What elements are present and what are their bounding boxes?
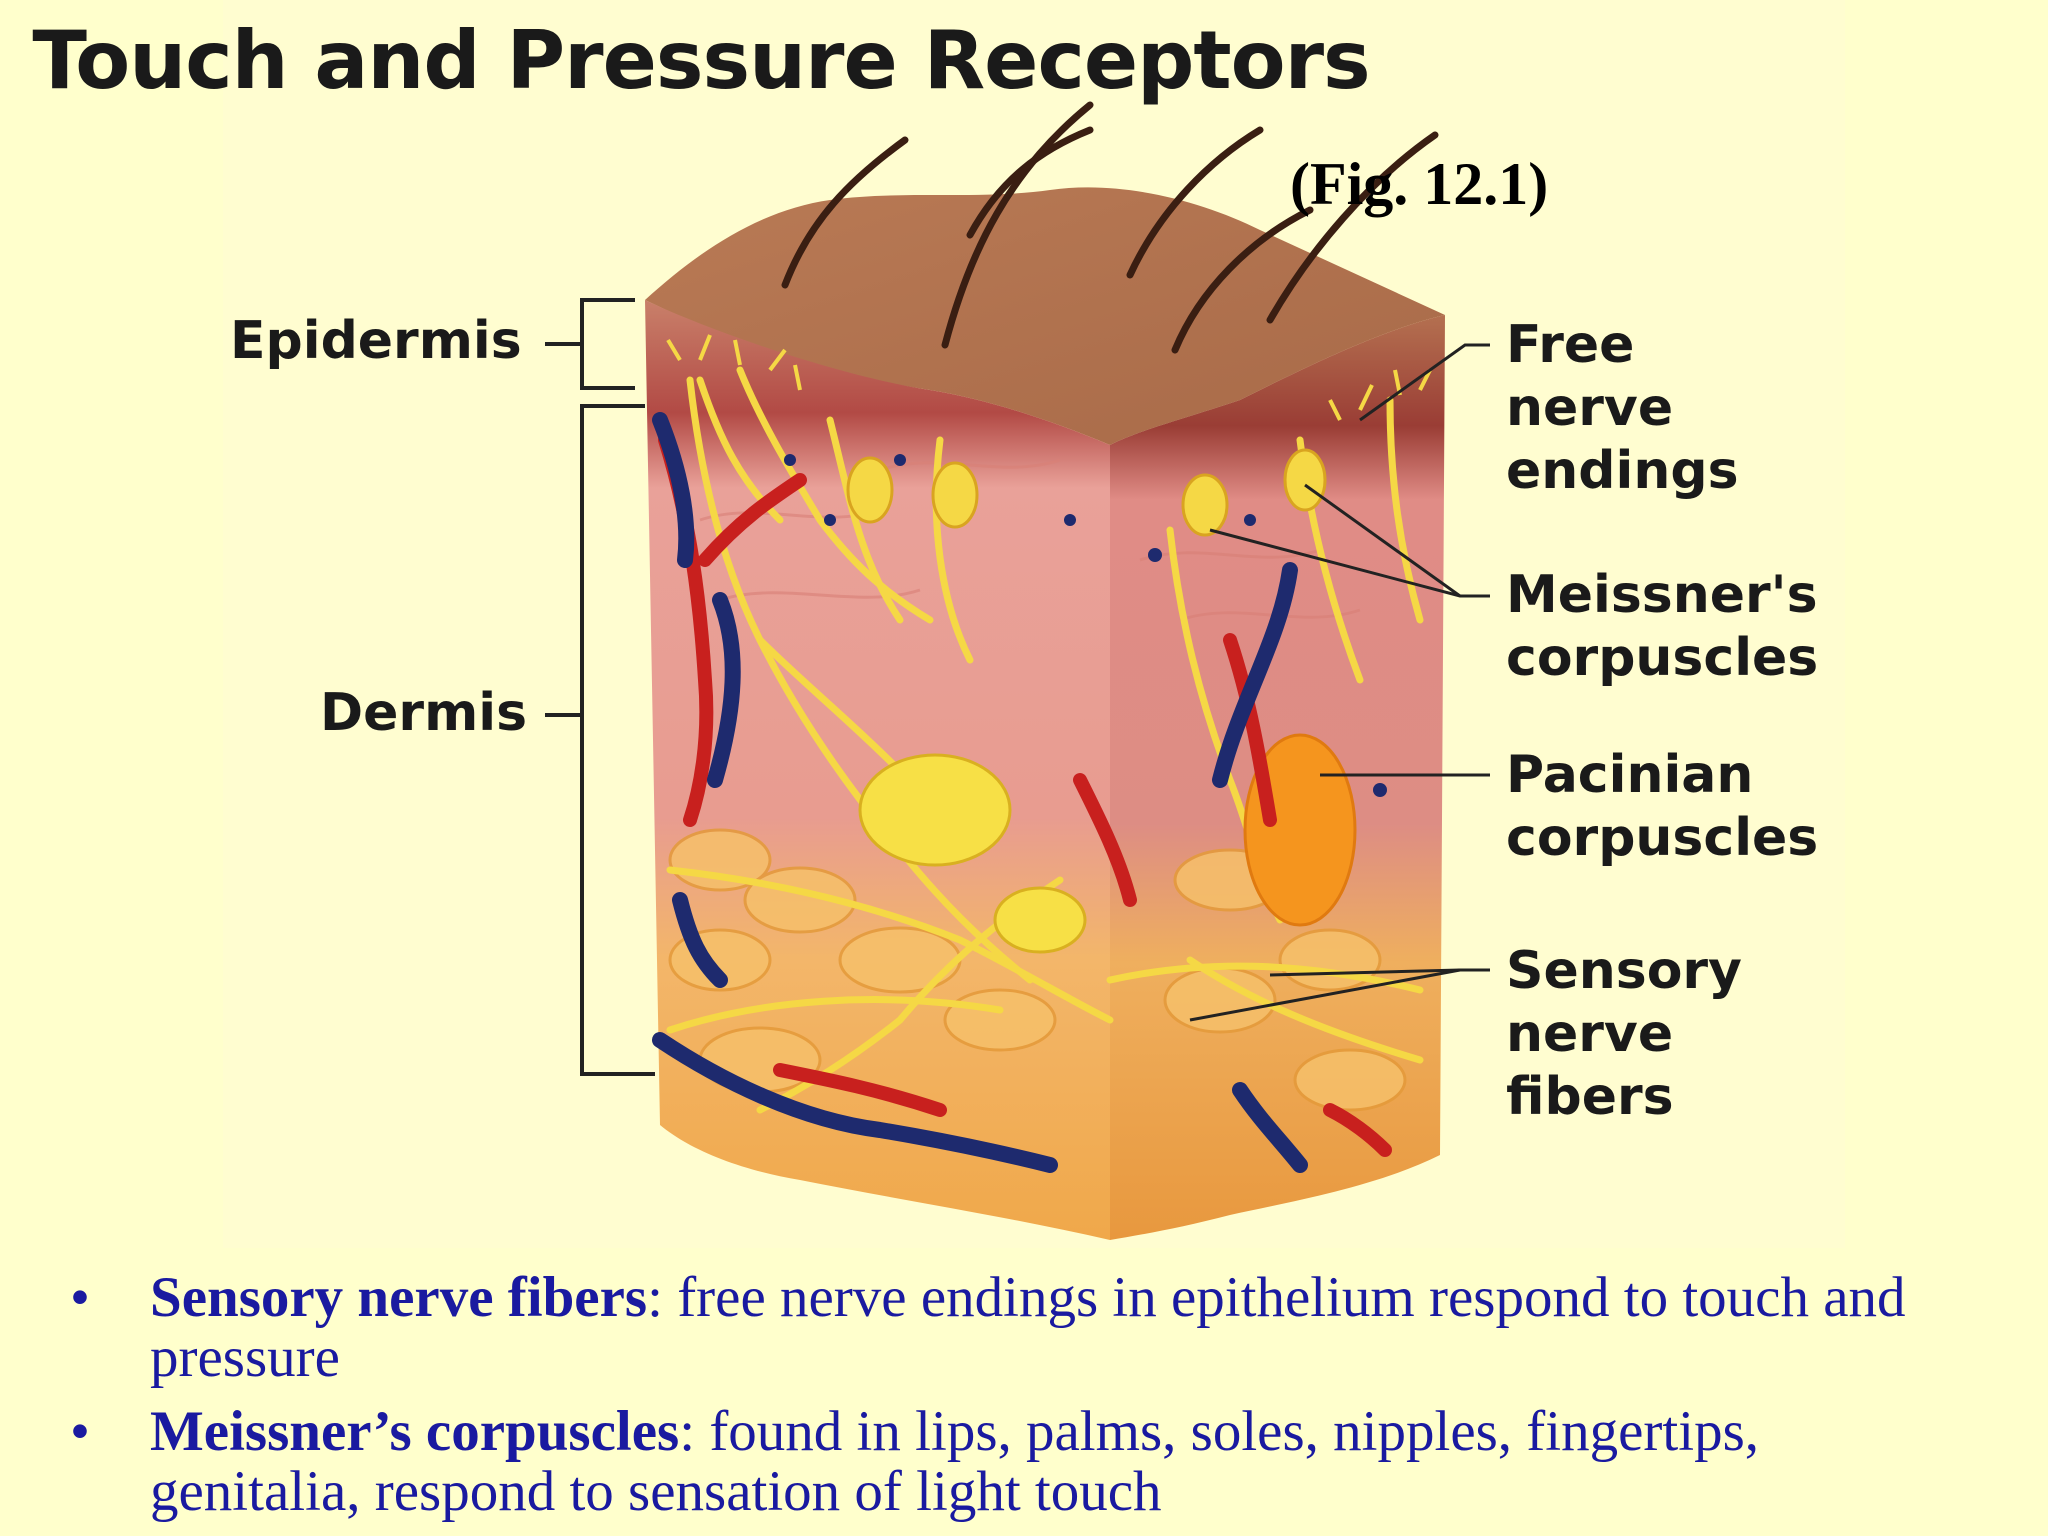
leader-meissners-2	[1304, 483, 1461, 598]
bullet-text-line1: found in lips, palms, soles, nipples, fi…	[695, 1400, 1760, 1463]
label-epidermis: Epidermis	[230, 311, 522, 371]
label-leader-lines	[1189, 343, 1490, 1022]
label-sensory-nerve-fibers: Sensory nerve fibers	[1506, 941, 1742, 1127]
veins	[652, 412, 1308, 1173]
leader-free-nerve-endings	[1359, 343, 1490, 422]
bullet-meissners-corpuscles: • Meissner’s corpuscles: found in lips, …	[70, 1402, 2048, 1522]
capillary-cross-sections	[784, 454, 1387, 797]
hair-shafts	[781, 101, 1439, 354]
bullet-term: Sensory nerve fibers	[150, 1266, 648, 1329]
bullet-dot: •	[70, 1400, 90, 1463]
bullet-separator: :	[647, 1266, 663, 1329]
leader-sensory-2	[1189, 968, 1461, 1022]
diagram-title: Touch and Pressure Receptors	[32, 14, 1370, 107]
figure-reference: (Fig. 12.1)	[1290, 151, 1549, 217]
pacinian-corpuscles	[858, 733, 1357, 954]
free-nerve-endings	[666, 334, 1432, 421]
bullet-dot: •	[70, 1266, 90, 1329]
bullet-list: • Sensory nerve fibers: free nerve endin…	[70, 1268, 2048, 1536]
meissners-corpuscles	[846, 448, 1327, 537]
dermis-bracket	[545, 404, 655, 1076]
label-meissners-corpuscles: Meissner's corpuscles	[1506, 565, 1819, 688]
label-pacinian-corpuscles: Pacinian corpuscles	[1506, 745, 1819, 868]
label-free-nerve-endings: Free nerve endings	[1506, 315, 1739, 501]
bullet-text-line1: free nerve endings in epithelium respond…	[662, 1266, 1906, 1329]
bullet-term: Meissner’s corpuscles	[150, 1400, 680, 1463]
bullet-text-line2: pressure	[150, 1326, 340, 1389]
bullet-separator: :	[679, 1400, 696, 1463]
label-dermis: Dermis	[320, 683, 528, 743]
bullet-text-line2: genitalia, respond to sensation of light…	[150, 1460, 1162, 1523]
bullet-sensory-nerve-fibers: • Sensory nerve fibers: free nerve endin…	[70, 1268, 2048, 1388]
epidermis-bracket	[545, 298, 635, 390]
